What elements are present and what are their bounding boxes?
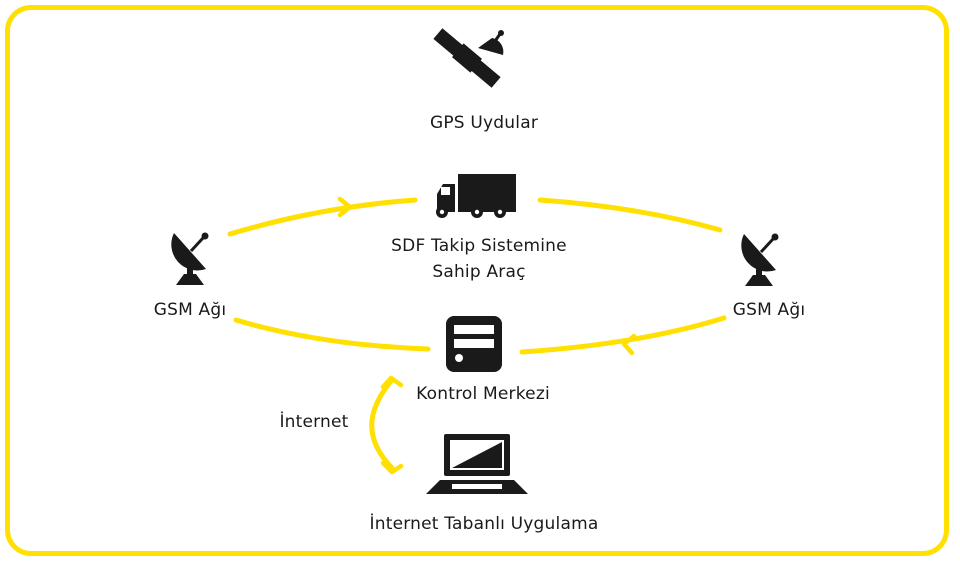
arrow-down-icon	[380, 460, 404, 475]
arrow-up-icon	[380, 375, 404, 390]
internet-label: İnternet	[279, 412, 349, 432]
vehicle-label-line1: SDF Takip Sistemine	[391, 236, 567, 256]
gps-label: GPS Uydular	[429, 113, 539, 133]
arc-vehicle-to-gsm-right	[537, 197, 723, 233]
gsm-right-label: GSM Ağı	[732, 300, 806, 320]
vehicle-label-line2: Sahip Araç	[432, 262, 526, 282]
laptop-label: İnternet Tabanlı Uygulama	[369, 514, 599, 534]
server-icon	[446, 316, 502, 372]
control-label: Kontrol Merkezi	[416, 384, 550, 404]
gsm-left-label: GSM Ağı	[153, 300, 227, 320]
arrow-to-control-icon	[621, 333, 637, 356]
arc-gsm-left-to-vehicle	[227, 197, 418, 237]
arc-gsm-left-to-control	[233, 317, 431, 352]
diagram-frame	[5, 5, 949, 556]
arc-internet-link	[369, 377, 395, 471]
arc-gsm-right-to-control	[519, 315, 727, 355]
vehicle-label: SDF Takip Sistemine Sahip Araç	[354, 233, 604, 285]
truck-icon	[436, 174, 516, 218]
laptop-icon	[426, 434, 528, 494]
satellite-icon	[433, 28, 504, 88]
satellite-dish-icon	[171, 232, 209, 285]
arrow-to-vehicle-icon	[337, 196, 353, 218]
satellite-dish-icon	[741, 233, 779, 286]
